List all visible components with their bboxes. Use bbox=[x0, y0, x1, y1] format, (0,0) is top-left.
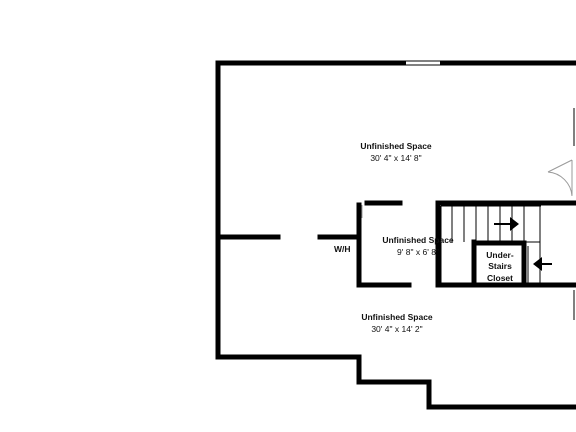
closet-label-line1: Under- bbox=[486, 250, 514, 260]
room-name-lower: Unfinished Space bbox=[361, 312, 433, 322]
room-name-upper: Unfinished Space bbox=[360, 141, 432, 151]
arrow-left-icon bbox=[533, 257, 552, 271]
room-dims-upper: 30' 4" x 14' 8" bbox=[370, 153, 421, 163]
room-dims-middle: 9' 8" x 6' 8" bbox=[397, 247, 439, 257]
closet-label-line3: Closet bbox=[487, 273, 513, 283]
top-window bbox=[406, 60, 440, 66]
closet-label-line2: Stairs bbox=[488, 261, 512, 271]
exterior-wall-outline bbox=[215, 60, 576, 410]
arrow-right-icon bbox=[494, 217, 519, 231]
room-dims-lower: 30' 4" x 14' 2" bbox=[371, 324, 422, 334]
middle-room-walls bbox=[356, 200, 576, 288]
stairs bbox=[440, 205, 541, 284]
water-heater-label: W/H bbox=[334, 244, 351, 254]
room-name-middle: Unfinished Space bbox=[382, 235, 454, 245]
exterior-door bbox=[547, 159, 573, 197]
exterior-walls bbox=[215, 60, 576, 410]
